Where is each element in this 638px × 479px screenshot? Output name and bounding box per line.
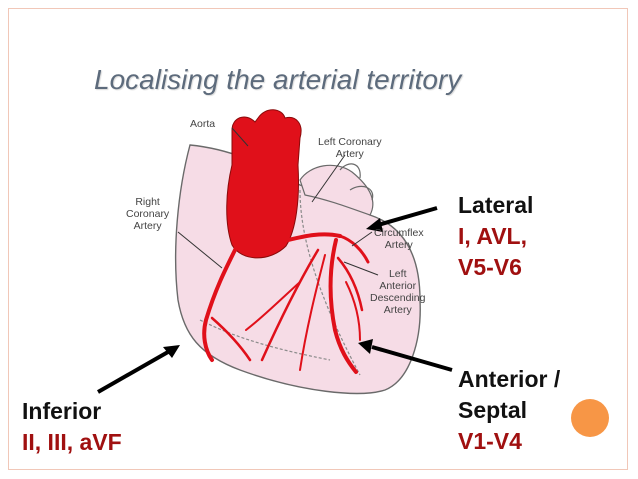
anterior-territory: Anterior / Septal V1-V4 <box>458 364 560 457</box>
inferior-arrow <box>97 345 180 394</box>
pulmonary-vein <box>349 185 374 201</box>
inferior-leads: II, III, aVF <box>22 429 122 455</box>
left-main-vessel <box>286 232 342 242</box>
accent-circle <box>571 399 609 437</box>
lateral-name: Lateral <box>458 192 534 218</box>
right-coronary-branch <box>210 316 252 362</box>
septal-branch <box>299 254 326 371</box>
circumflex-label-line: Circumflex <box>374 227 424 239</box>
anterior-name: Anterior / <box>458 366 561 392</box>
diagonal-branch <box>336 256 364 312</box>
diagonal-branch <box>345 281 361 341</box>
aorta-leader <box>231 127 249 147</box>
lad-label-line: Anterior <box>379 280 417 292</box>
lca-leader <box>311 154 346 203</box>
slide-border <box>8 8 628 470</box>
pulmonary-vessels <box>299 164 374 216</box>
groove-line <box>199 319 331 361</box>
right-coronary-label-line: Artery <box>133 220 162 232</box>
left-coronary-label: Left Coronary Artery <box>318 136 382 160</box>
septal-branch <box>245 281 301 331</box>
lad-label-line: Artery <box>383 304 412 316</box>
circumflex-label-line: Artery <box>384 239 413 251</box>
anterior-leads: V1-V4 <box>458 428 522 454</box>
circumflex-vessel <box>338 234 370 264</box>
circumflex-label: Circumflex Artery <box>374 227 424 251</box>
lateral-leads: I, AVL, <box>458 223 527 249</box>
inferior-name: Inferior <box>22 398 102 424</box>
right-coronary-vessel <box>202 246 238 362</box>
left-coronary-label-line: Artery <box>335 148 364 160</box>
right-coronary-label: Right Coronary Artery <box>126 196 169 232</box>
right-coronary-label-line: Right <box>135 196 160 208</box>
right-coronary-label-line: Coronary <box>126 208 170 220</box>
groove-line <box>299 189 361 376</box>
lateral-arrow <box>366 206 438 232</box>
rca-leader <box>177 231 223 269</box>
lad-leader <box>343 261 379 276</box>
anterior-arrow <box>358 339 453 372</box>
slide-title: Localising the arterial territory <box>94 64 462 95</box>
aorta-vessel <box>226 109 302 259</box>
lad-label-line: Descending <box>370 292 426 304</box>
cx-leader <box>351 231 373 247</box>
septal-branch <box>260 248 320 362</box>
lad-label-line: Left <box>388 268 407 280</box>
aorta-label: Aorta <box>190 118 216 130</box>
left-coronary-label-line: Left Coronary <box>318 136 382 148</box>
lateral-territory: Lateral I, AVL, V5-V6 <box>458 190 533 283</box>
anterior-name: Septal <box>458 397 528 423</box>
lad-vessel <box>328 238 358 374</box>
pulmonary-vein <box>339 163 361 179</box>
inferior-territory: Inferior II, III, aVF <box>22 396 122 458</box>
lateral-leads: V5-V6 <box>458 254 522 280</box>
lad-label: Left Anterior Descending Artery <box>370 268 425 316</box>
